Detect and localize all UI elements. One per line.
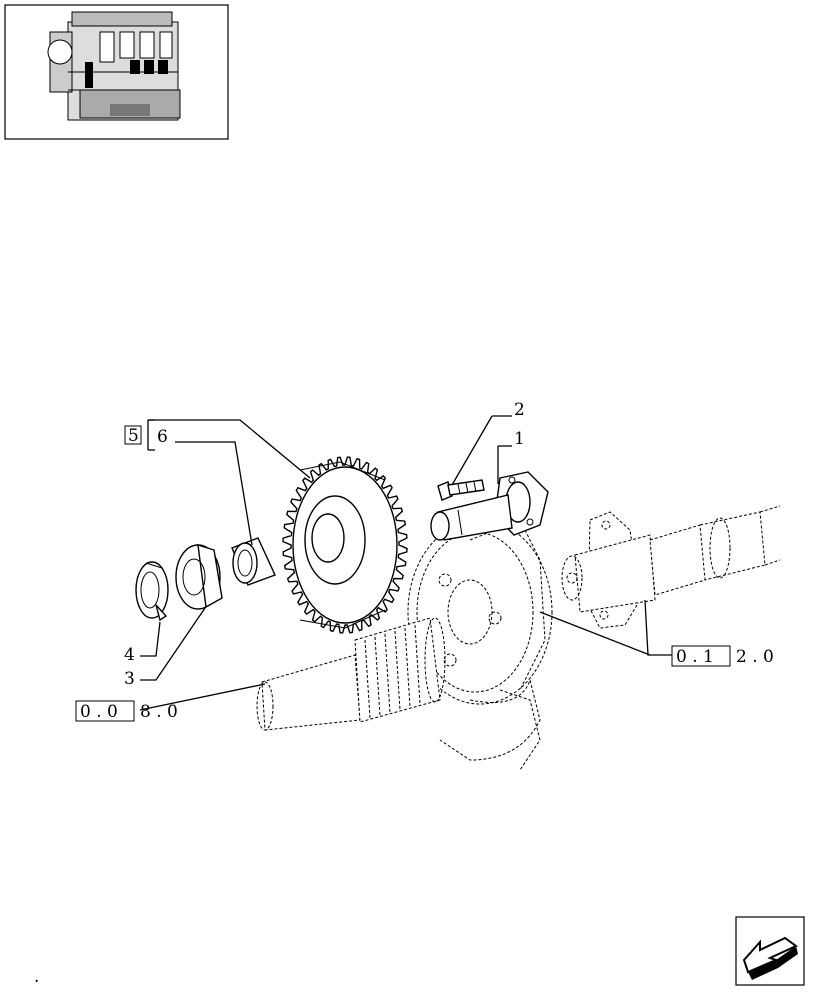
callout-1[interactable]: 1 xyxy=(514,429,525,449)
part-4-snap-ring[interactable] xyxy=(135,561,169,622)
context-crankshaft xyxy=(256,617,446,731)
svg-text:8 . 0: 8 . 0 xyxy=(140,702,178,722)
callout-6[interactable]: 6 xyxy=(157,427,168,447)
ref-link-right[interactable]: 0 . 1 2 . 0 xyxy=(671,645,774,667)
context-camshaft xyxy=(561,505,781,629)
svg-text:0 . 1: 0 . 1 xyxy=(676,647,714,667)
svg-text:5: 5 xyxy=(128,426,139,446)
part-3-thrust-washer[interactable] xyxy=(175,544,223,610)
leader-lines xyxy=(139,415,672,711)
callout-5[interactable]: 5 xyxy=(124,425,142,446)
part-2-screw[interactable] xyxy=(437,479,485,501)
svg-text:0 . 0: 0 . 0 xyxy=(80,702,118,722)
part-1-idler-shaft[interactable] xyxy=(430,471,549,541)
callout-4[interactable]: 4 xyxy=(124,645,135,665)
ref-link-left[interactable]: 0 . 0 8 . 0 xyxy=(75,700,178,722)
part-6-bushing[interactable] xyxy=(231,537,276,586)
engine-thumbnail-icon[interactable] xyxy=(4,4,229,140)
svg-text:2 . 0: 2 . 0 xyxy=(736,647,774,667)
callout-2[interactable]: 2 xyxy=(514,400,525,420)
callout-3[interactable]: 3 xyxy=(124,669,135,689)
footer-dot: . xyxy=(34,967,39,987)
back-arrow-icon[interactable] xyxy=(735,916,805,986)
part-5-idler-gear[interactable] xyxy=(282,456,408,634)
